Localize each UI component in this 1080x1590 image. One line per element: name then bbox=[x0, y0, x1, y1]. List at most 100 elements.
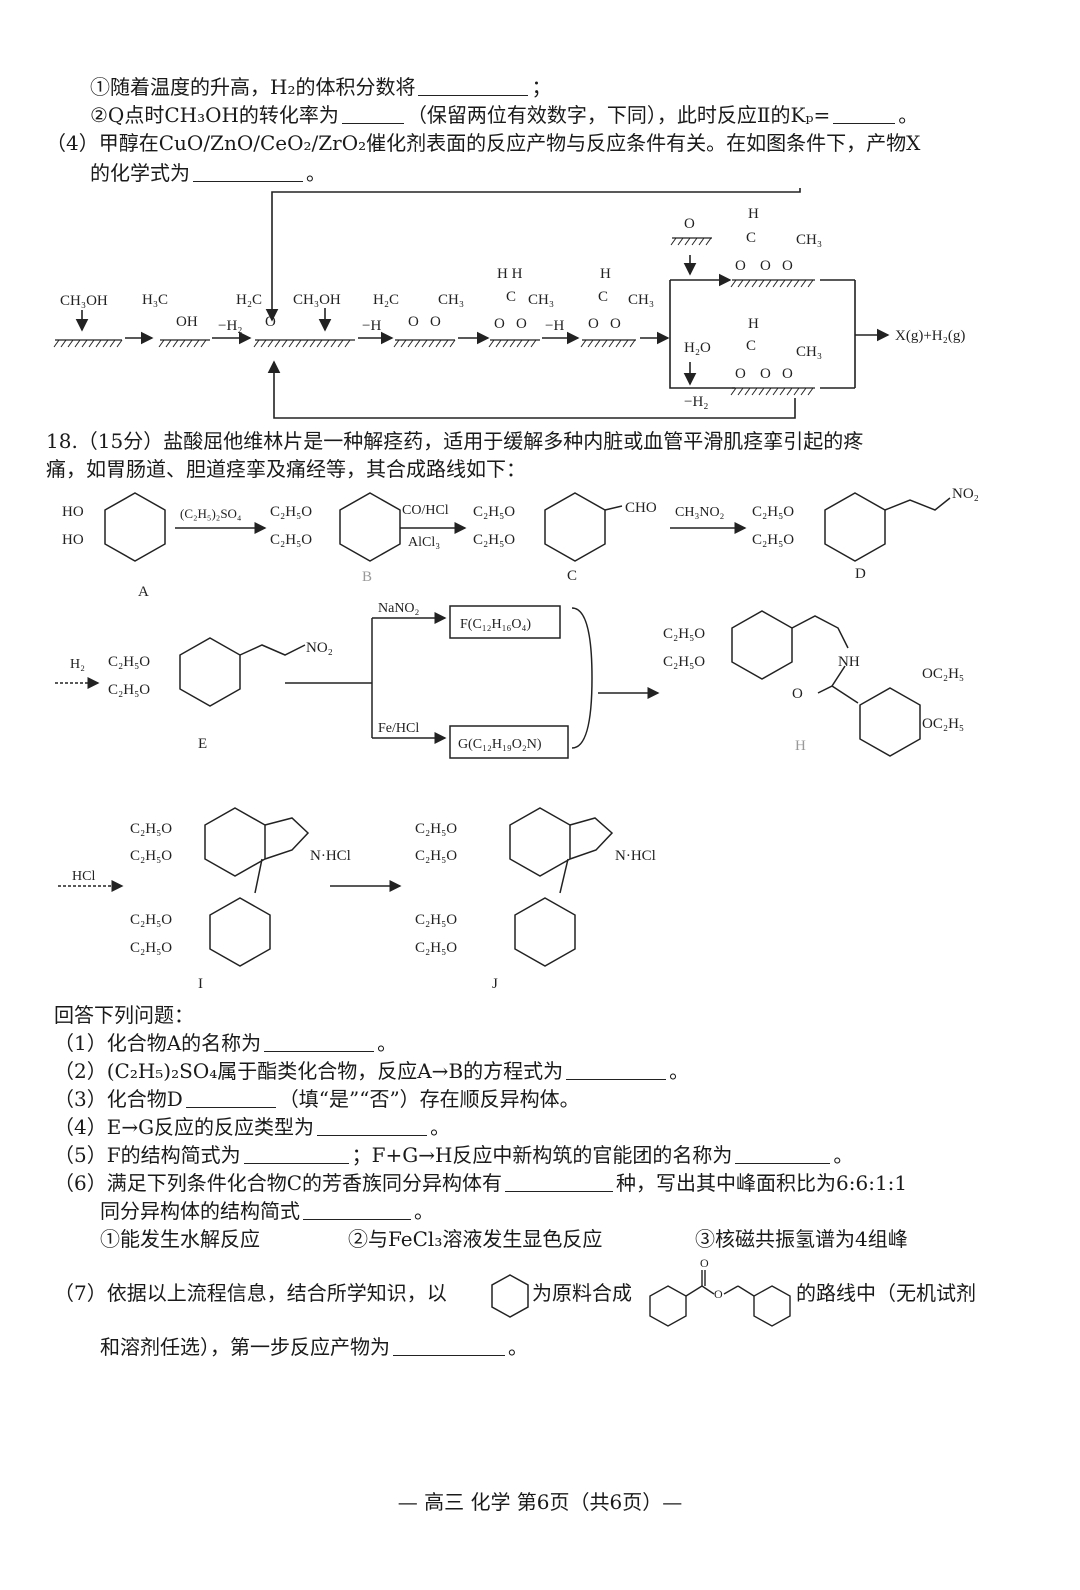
question-6-condition-3: ③核磁共振氢谱为4组峰 bbox=[695, 1227, 908, 1251]
question-3: （3）化合物D（填“是”“否”）存在顺反异构体。 bbox=[54, 1087, 580, 1111]
question-7-b: 为原料合成 bbox=[532, 1281, 632, 1305]
svg-text:CH₃: CH₃ bbox=[628, 292, 654, 308]
svg-text:F(C₁₂H₁₆O₄): F(C₁₂H₁₆O₄) bbox=[460, 617, 531, 632]
svg-text:H: H bbox=[795, 738, 806, 754]
svg-text:HO: HO bbox=[62, 532, 84, 548]
svg-text:AlCl₃: AlCl₃ bbox=[408, 535, 440, 550]
svg-text:H₃C: H₃C bbox=[142, 292, 168, 308]
svg-text:C₂H₅O: C₂H₅O bbox=[108, 654, 150, 670]
svg-text:O: O bbox=[714, 1287, 723, 1301]
svg-text:C₂H₅O: C₂H₅O bbox=[130, 912, 172, 928]
svg-text:D: D bbox=[855, 566, 866, 582]
question-6-condition-2: ②与FeCl₃溶液发生显色反应 bbox=[348, 1227, 603, 1251]
svg-text:O: O bbox=[735, 258, 746, 274]
svg-text:C₂H₅O: C₂H₅O bbox=[415, 848, 457, 864]
svg-text:NaNO₂: NaNO₂ bbox=[378, 601, 420, 616]
svg-text:CH₃: CH₃ bbox=[438, 292, 464, 308]
svg-text:OC₂H₅: OC₂H₅ bbox=[922, 716, 964, 732]
svg-text:J: J bbox=[492, 976, 498, 992]
benzyl-benzoate-structure: O O bbox=[649, 1256, 791, 1327]
svg-text:E: E bbox=[198, 736, 207, 752]
svg-text:C₂H₅O: C₂H₅O bbox=[663, 626, 705, 642]
svg-text:O: O bbox=[684, 216, 695, 232]
svg-text:OC₂H₅: OC₂H₅ bbox=[922, 666, 964, 682]
svg-text:CH₃: CH₃ bbox=[796, 344, 822, 360]
answer-blank[interactable] bbox=[566, 1059, 667, 1080]
svg-text:C₂H₅O: C₂H₅O bbox=[108, 682, 150, 698]
q17-sub4-b: 的化学式为。 bbox=[90, 161, 326, 185]
answer-blank[interactable] bbox=[833, 103, 896, 124]
svg-text:C₂H₅O: C₂H₅O bbox=[473, 504, 515, 520]
svg-text:CHO: CHO bbox=[625, 500, 657, 516]
svg-text:O: O bbox=[610, 316, 621, 332]
answer-blank[interactable] bbox=[341, 103, 404, 124]
svg-text:C₂H₅O: C₂H₅O bbox=[752, 532, 794, 548]
svg-text:H H: H H bbox=[497, 266, 523, 282]
svg-text:C₂H₅O: C₂H₅O bbox=[270, 504, 312, 520]
answer-blank[interactable] bbox=[193, 161, 303, 182]
svg-text:C₂H₅O: C₂H₅O bbox=[130, 940, 172, 956]
question-7-c: 的路线中（无机试剂 bbox=[796, 1281, 976, 1305]
question-6: （6）满足下列条件化合物C的芳香族同分异构体有种，写出其中峰面积比为6:6:1:… bbox=[54, 1171, 908, 1195]
svg-text:O: O bbox=[700, 1256, 709, 1270]
svg-text:N·HCl: N·HCl bbox=[615, 848, 656, 864]
question-2: （2）(C₂H₅)₂SO₄属于酯类化合物，反应A→B的方程式为。 bbox=[54, 1059, 690, 1083]
svg-text:O: O bbox=[760, 366, 771, 382]
svg-text:A: A bbox=[138, 584, 149, 600]
svg-text:G(C₁₂H₁₉O₂N): G(C₁₂H₁₉O₂N) bbox=[458, 737, 542, 752]
svg-text:B: B bbox=[362, 569, 372, 585]
svg-text:NO₂: NO₂ bbox=[952, 488, 979, 502]
answer-blank[interactable] bbox=[185, 1087, 276, 1108]
svg-text:CH₃NO₂: CH₃NO₂ bbox=[675, 505, 725, 520]
svg-text:C₂H₅O: C₂H₅O bbox=[473, 532, 515, 548]
svg-text:O: O bbox=[782, 366, 793, 382]
svg-text:O: O bbox=[516, 316, 527, 332]
svg-text:O: O bbox=[792, 686, 803, 702]
svg-text:O: O bbox=[265, 314, 276, 330]
svg-text:C: C bbox=[746, 338, 756, 354]
svg-text:C₂H₅O: C₂H₅O bbox=[415, 821, 457, 837]
q18-title: 18.（15分）盐酸屈他维林片是一种解痉药，适用于缓解多种内脏或血管平滑肌痉挛引… bbox=[46, 429, 864, 453]
answer-blank[interactable] bbox=[505, 1171, 614, 1192]
svg-text:C: C bbox=[506, 289, 516, 305]
question-5: （5）F的结构简式为；F+G→H反应中新构筑的官能团的名称为。 bbox=[54, 1143, 854, 1167]
svg-text:−H: −H bbox=[545, 318, 564, 334]
answer-blank[interactable] bbox=[317, 1115, 428, 1136]
svg-text:C₂H₅O: C₂H₅O bbox=[752, 504, 794, 520]
svg-text:C: C bbox=[567, 568, 577, 584]
q17-sub4: （4）甲醇在CuO/ZnO/CeO₂/ZrO₂催化剂表面的反应产物与反应条件有关… bbox=[46, 131, 921, 155]
svg-text:C₂H₅O: C₂H₅O bbox=[270, 532, 312, 548]
question-7: （7）依据以上流程信息，结合所学知识，以 bbox=[54, 1281, 447, 1305]
answer-blank[interactable] bbox=[303, 1199, 411, 1220]
benzene-structure bbox=[491, 1274, 529, 1318]
q18-title-b: 痛，如胃肠道、胆道痉挛及痛经等，其合成路线如下： bbox=[46, 457, 526, 481]
svg-text:C₂H₅O: C₂H₅O bbox=[130, 821, 172, 837]
answer-blank[interactable] bbox=[418, 75, 529, 96]
svg-text:C₂H₅O: C₂H₅O bbox=[415, 940, 457, 956]
svg-text:−H: −H bbox=[362, 318, 381, 334]
svg-text:CH₃: CH₃ bbox=[528, 292, 554, 308]
svg-text:NH: NH bbox=[838, 654, 860, 670]
svg-text:Fe/HCl: Fe/HCl bbox=[378, 721, 419, 736]
svg-text:−H₂: −H₂ bbox=[684, 394, 709, 410]
svg-text:(C₂H₅)₂SO₄: (C₂H₅)₂SO₄ bbox=[180, 506, 242, 521]
svg-text:CH₃OH: CH₃OH bbox=[60, 293, 108, 309]
svg-text:O: O bbox=[782, 258, 793, 274]
svg-text:−H₂: −H₂ bbox=[218, 318, 243, 334]
page-footer: — 高三 化学 第6页（共6页）— bbox=[397, 1490, 683, 1514]
answer-blank[interactable] bbox=[735, 1143, 831, 1164]
answer-blank[interactable] bbox=[393, 1335, 505, 1356]
svg-text:H: H bbox=[748, 206, 759, 222]
svg-text:NO₂: NO₂ bbox=[306, 640, 333, 656]
svg-text:O: O bbox=[408, 314, 419, 330]
answer-blank[interactable] bbox=[264, 1031, 375, 1052]
svg-text:C₂H₅O: C₂H₅O bbox=[415, 912, 457, 928]
svg-text:C₂H₅O: C₂H₅O bbox=[130, 848, 172, 864]
q17-line1: ①随着温度的升高，H₂的体积分数将； bbox=[90, 75, 552, 99]
answer-blank[interactable] bbox=[243, 1143, 349, 1164]
question-6-condition-1: ①能发生水解反应 bbox=[100, 1227, 260, 1251]
svg-text:CH₃OH: CH₃OH bbox=[293, 292, 341, 308]
svg-text:H₂C: H₂C bbox=[373, 292, 399, 308]
svg-text:H₂O: H₂O bbox=[684, 340, 711, 356]
svg-text:O: O bbox=[588, 316, 599, 332]
